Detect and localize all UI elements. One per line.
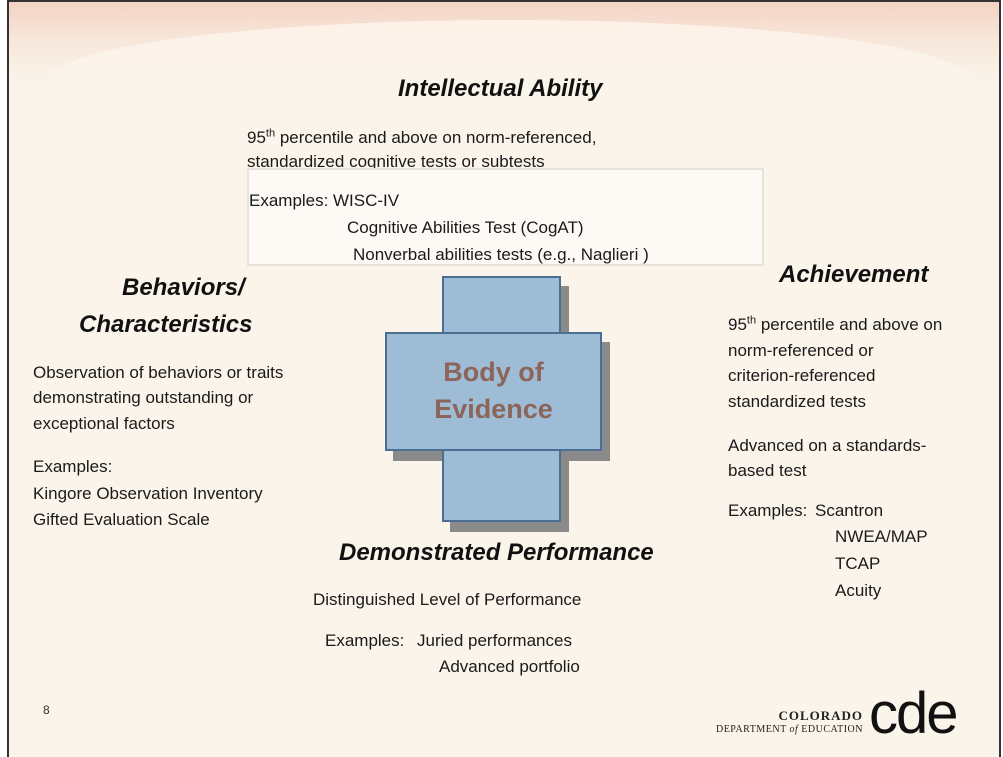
achievement-advanced-1: Advanced on a standards- (728, 436, 927, 455)
behaviors-desc-2: demonstrating outstanding or (33, 388, 254, 407)
achievement-line2: norm-referenced or (728, 341, 874, 360)
intellectual-line1-prefix: 95 (247, 128, 266, 147)
intellectual-examples-box (247, 168, 764, 266)
cde-logo-line2: DEPARTMENT of EDUCATION (715, 724, 863, 735)
performance-example-2: Advanced portfolio (439, 657, 580, 676)
intellectual-line1-suffix: percentile and above on norm-referenced, (275, 128, 597, 147)
cross-label-line1: Body of (443, 357, 544, 387)
achievement-advanced-2: based test (728, 461, 807, 480)
cde-logo-line2-b: EDUCATION (798, 724, 863, 735)
intellectual-line1: 95th percentile and above on norm-refere… (247, 126, 596, 149)
behaviors-heading-line1: Behaviors/ (122, 274, 245, 301)
achievement-line1-prefix: 95 (728, 315, 747, 334)
behaviors-example-1: Kingore Observation Inventory (33, 484, 263, 503)
achievement-line4: standardized tests (728, 392, 866, 411)
slide-number: 8 (43, 703, 50, 717)
behaviors-desc-1: Observation of behaviors or traits (33, 363, 284, 382)
intellectual-example-2: Cognitive Abilities Test (CogAT) (347, 218, 584, 237)
cde-logo-line2-of: of (789, 724, 799, 735)
behaviors-examples-label: Examples: (33, 457, 113, 476)
cross-label: Body of Evidence (385, 354, 602, 428)
achievement-examples-label: Examples: (728, 501, 808, 520)
achievement-example-2: NWEA/MAP (835, 527, 928, 546)
cross-center-fill (444, 334, 559, 449)
achievement-line3: criterion-referenced (728, 366, 876, 385)
intellectual-example-1: WISC-IV (333, 191, 400, 210)
behaviors-example-2: Gifted Evaluation Scale (33, 510, 210, 529)
performance-heading: Demonstrated Performance (339, 539, 654, 566)
behaviors-heading-line2: Characteristics (79, 311, 253, 338)
intellectual-line2: standardized cognitive tests or subtests (247, 152, 545, 171)
cde-logo-text: COLORADO DEPARTMENT of EDUCATION (715, 708, 863, 735)
cde-logo-mark: cde (869, 681, 959, 746)
intellectual-heading: Intellectual Ability (398, 75, 603, 102)
slide: Intellectual Ability 95th percentile and… (7, 0, 1001, 757)
behaviors-desc-3: exceptional factors (33, 414, 175, 433)
cde-logo-line2-a: DEPARTMENT (715, 724, 790, 735)
achievement-line1-suffix: percentile and above on (756, 315, 943, 334)
achievement-heading: Achievement (779, 261, 929, 288)
achievement-example-4: Acuity (835, 581, 882, 600)
achievement-example-3: TCAP (835, 554, 881, 573)
achievement-example-1: Scantron (815, 501, 884, 520)
intellectual-examples-label: Examples: (249, 191, 329, 210)
cde-logo-line1: COLORADO (778, 708, 863, 723)
achievement-line1: 95th percentile and above on (728, 313, 942, 336)
intellectual-example-3: Nonverbal abilities tests (e.g., Naglier… (353, 245, 649, 264)
achievement-line1-sup: th (746, 314, 757, 327)
body-of-evidence-cross: Body of Evidence (385, 276, 610, 532)
performance-example-1: Juried performances (417, 631, 572, 650)
cross-label-line2: Evidence (434, 394, 553, 424)
performance-examples-label: Examples: (325, 631, 405, 650)
performance-desc: Distinguished Level of Performance (313, 590, 582, 609)
intellectual-line1-sup: th (265, 127, 276, 140)
